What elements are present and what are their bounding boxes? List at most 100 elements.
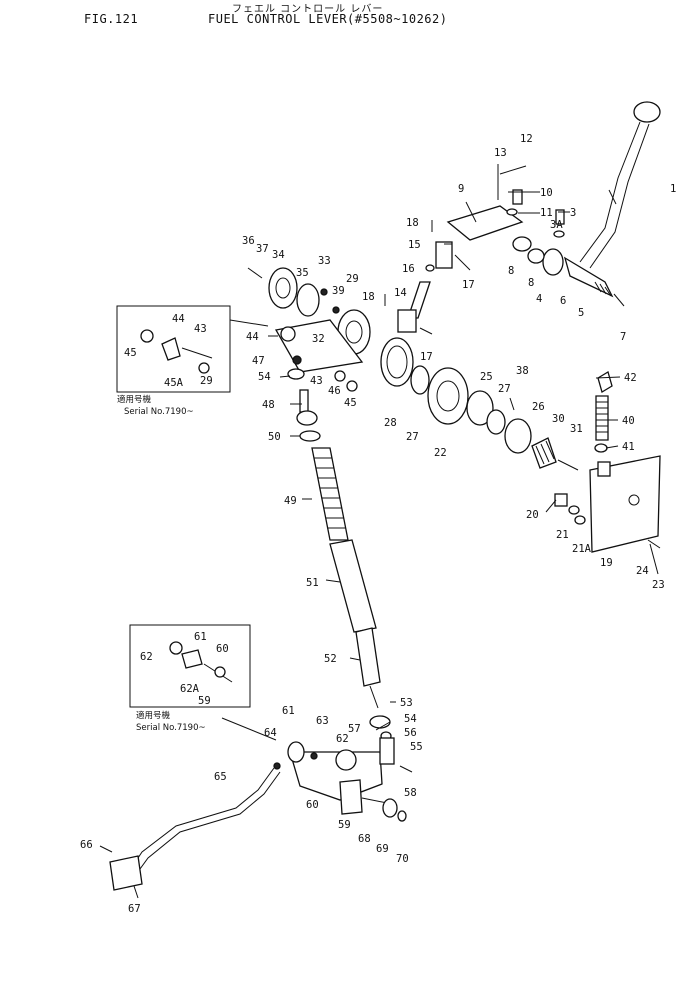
seal-28 [380,337,414,387]
cap-42 [597,371,613,393]
lever-shaft-line-b [589,123,650,269]
callout: 21A [572,543,592,555]
pin-67 [133,885,139,899]
nut-46 [334,370,346,382]
drum-22-inner [436,380,460,412]
callout: 27 [498,383,511,395]
callout: 54 [258,371,271,383]
callout: 61 [282,705,295,717]
callout: 24 [636,565,649,577]
callout: 61 [194,631,207,643]
callout: 51 [306,577,319,589]
washer-54-top [287,368,305,380]
callout: 59 [198,695,211,707]
washer-11 [506,208,518,216]
pin-66 [99,845,113,853]
bracket-9 [446,205,524,241]
plate-19-hole [628,494,640,506]
callout: 36 [242,235,255,247]
callout: 11 [540,207,553,219]
callout: 53 [400,697,413,709]
pin-48 [299,389,309,413]
seal-28-inner [386,345,408,379]
inset-top-frame [116,305,231,393]
callout: 65 [214,771,227,783]
callout: 34 [272,249,285,261]
ring-25 [466,390,494,426]
callout: 58 [404,787,417,799]
callout: 6 [560,295,566,307]
post-19 [597,461,611,477]
nut-16 [425,264,435,272]
lever-hub [542,248,564,276]
callout: 37 [256,243,269,255]
right-bracket-group [554,371,661,553]
inset-bottom-serial: Serial No.7190~ [136,723,206,733]
bolt-10 [512,189,523,205]
callout: 3 [570,207,576,219]
screw-12 [499,165,527,175]
callout: 8 [508,265,514,277]
inset-top-leader [229,319,269,327]
block-15 [435,241,453,269]
callout: 41 [622,441,635,453]
pedal-rod-65-b [131,771,281,881]
callout: 5 [578,307,584,319]
callout: 3A [550,219,563,231]
inset-bottom-nut-59 [214,666,226,678]
callout: 44 [172,313,185,325]
inset-bottom-note: 適用号機 [136,710,171,721]
callout: 39 [332,285,345,297]
callout: 7 [620,331,626,343]
bushing-44 [280,326,296,342]
bushing-61 [287,741,305,763]
washer-69 [382,798,398,818]
callout: 66 [80,839,93,851]
callout: 9 [458,183,464,195]
callout: 29 [346,273,359,285]
callout: 64 [264,727,277,739]
rod-14 [407,281,431,319]
tube-51 [329,539,377,633]
callout: 17 [462,279,475,291]
lever-shaft-5 [563,256,614,298]
screw-24 [647,539,661,549]
callout: 52 [324,653,337,665]
spring-30-coils [535,440,555,465]
center-ring-group [380,337,579,471]
inset-top-serial: Serial No.7190~ [124,407,194,417]
pin-38 [509,397,515,411]
inset-bottom-leader [221,717,277,741]
callout: 35 [296,267,309,279]
pin-17a [454,254,471,271]
callout: 40 [622,415,635,427]
callout: 57 [348,723,361,735]
callout: 20 [526,509,539,521]
callout: 18 [406,217,419,229]
bolt-3 [555,209,565,225]
washer-21 [568,505,580,515]
callout: 1 [670,183,676,195]
callout: 70 [396,853,409,865]
disc-34 [268,267,298,309]
callout: 32 [312,333,325,345]
callout: 68 [358,833,371,845]
callout: 47 [252,355,265,367]
pin-17b [419,327,433,335]
vertical-rod-group [311,447,392,741]
callout: 46 [328,385,341,397]
bushing-62 [335,749,357,771]
inset-top-nut-29 [198,362,210,374]
callout-labels: 1 3 3A 4 5 6 7 8 8 9 10 11 12 13 14 15 1… [80,133,676,915]
pivot-59 [339,779,363,815]
ring-27a [410,365,430,395]
callout: 17 [420,351,433,363]
callout: 16 [402,263,415,275]
spring-40 [595,395,609,441]
diagram-title: FUEL CONTROL LEVER(#5508~10262) [208,12,448,26]
callout: 8 [528,277,534,289]
callout: 60 [216,643,229,655]
callout: 59 [338,819,351,831]
inset-top: 適用号機 Serial No.7190~ [116,305,269,417]
